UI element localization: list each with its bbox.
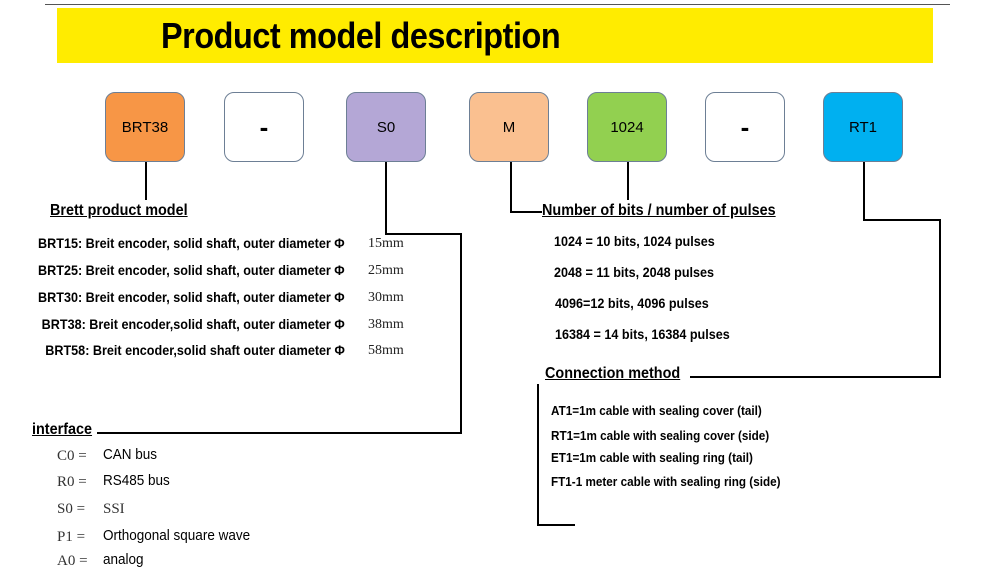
bits-heading: Number of bits / number of pulses: [542, 202, 776, 219]
interface-code-p1: P1 =: [57, 529, 86, 545]
interface-desc-a0: analog: [103, 551, 144, 568]
bits-item-1: 1024 = 10 bits, 1024 pulses: [554, 233, 715, 249]
connector-m-down: [510, 162, 512, 212]
model-box-dash-2: -: [705, 92, 785, 162]
connector-s0-long: [460, 233, 462, 434]
connector-s0-right: [385, 233, 462, 235]
connection-heading: Connection method: [545, 365, 681, 382]
interface-code-c0: C0 =: [57, 448, 87, 464]
brett-model-heading: Brett product model: [50, 202, 188, 219]
brett-item-1-size: 15mm: [368, 236, 404, 251]
title-banner: Product model description: [57, 8, 933, 63]
top-rule: [45, 4, 950, 5]
bits-item-3: 4096=12 bits, 4096 pulses: [555, 295, 709, 311]
interface-desc-p1: Orthogonal square wave: [103, 527, 251, 544]
brett-item-4: BRT38: Breit encoder,solid shaft, outer …: [41, 316, 345, 332]
connector-connection-bottom: [537, 524, 575, 526]
model-box-dash-1: -: [224, 92, 304, 162]
brett-item-5: BRT58: Breit encoder,solid shaft outer d…: [45, 342, 345, 358]
interface-code-s0: S0 =: [57, 501, 86, 517]
bits-item-2: 2048 = 11 bits, 2048 pulses: [554, 264, 715, 280]
page-title: Product model description: [161, 15, 561, 56]
interface-code-r0: R0 =: [57, 474, 87, 490]
interface-desc-r0: RS485 bus: [103, 472, 170, 489]
connector-s0-down: [385, 162, 387, 234]
connection-item-4: FT1-1 meter cable with sealing ring (sid…: [551, 474, 781, 489]
brett-item-3: BRT30: Breit encoder, solid shaft, outer…: [38, 289, 345, 305]
brett-item-3-size: 30mm: [368, 290, 404, 305]
bits-item-4: 16384 = 14 bits, 16384 pulses: [555, 326, 730, 342]
model-box-1024: 1024: [587, 92, 667, 162]
connector-1024: [627, 162, 629, 200]
model-box-brt38: BRT38: [105, 92, 185, 162]
interface-desc-c0: CAN bus: [103, 446, 158, 463]
connection-item-1: AT1=1m cable with sealing cover (tail): [551, 403, 762, 418]
connection-item-3: ET1=1m cable with sealing ring (tail): [551, 450, 753, 465]
interface-desc-s0: SSI: [103, 501, 125, 517]
model-box-rt1: RT1: [823, 92, 903, 162]
connection-item-2: RT1=1m cable with sealing cover (side): [551, 428, 770, 443]
connector-rt1-long: [939, 219, 941, 378]
connector-connection-side: [537, 384, 539, 526]
interface-heading: interface: [32, 421, 93, 438]
brett-item-5-size: 58mm: [368, 343, 404, 358]
model-box-s0: S0: [346, 92, 426, 162]
connector-s0-interface: [97, 432, 462, 434]
model-box-m: M: [469, 92, 549, 162]
connector-m-right: [510, 211, 542, 213]
connector-rt1-down: [863, 162, 865, 220]
brett-item-1: BRT15: Breit encoder, solid shaft, outer…: [38, 235, 345, 251]
connector-rt1-connection: [690, 376, 941, 378]
brett-item-2-size: 25mm: [368, 263, 404, 278]
brett-item-4-size: 38mm: [368, 317, 404, 332]
brett-item-2: BRT25: Breit encoder, solid shaft, outer…: [38, 262, 345, 278]
connector-rt1-right: [863, 219, 941, 221]
interface-code-a0: A0 =: [57, 553, 88, 569]
connector-brt38: [145, 162, 147, 200]
